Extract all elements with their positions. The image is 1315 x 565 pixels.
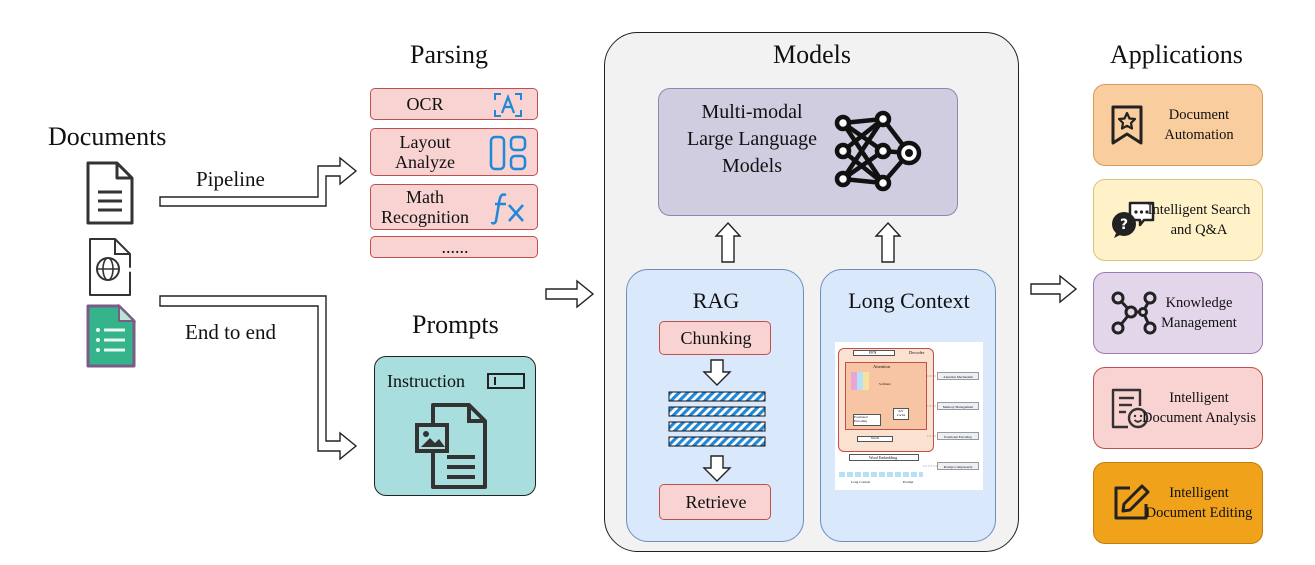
side-label: Attention Mechanism: [943, 375, 973, 379]
softmax-label: Softmax: [879, 382, 891, 386]
web-document-icon: [89, 238, 131, 296]
parsing-item-label: Layout Analyze: [395, 132, 455, 172]
app-label: Intelligent Search and Q&A: [1147, 202, 1251, 238]
pipeline-label: Pipeline: [196, 167, 265, 191]
parsing-item-more: ......: [370, 236, 538, 258]
positional-encoding-block: [853, 414, 881, 426]
parsing-item-layout-analyze: Layout Analyze: [370, 128, 538, 176]
retrieve-label: Retrieve: [685, 492, 747, 512]
bookmark-star-icon: [1111, 105, 1143, 145]
applications-title: Applications: [1110, 40, 1243, 69]
rag-title: RAG: [692, 288, 740, 313]
document-face-icon: [1111, 388, 1149, 429]
question-chat-icon: ?: [1112, 201, 1155, 238]
chunk-stack-icon: [668, 359, 766, 482]
word-embedding-label: Word Embedding: [869, 455, 898, 460]
kv-cache-label: KV Cache: [896, 409, 906, 417]
norm-label: Norm: [871, 436, 880, 440]
token-strip: [839, 472, 923, 477]
parsing-item-math-recognition: Math Recognition: [370, 184, 538, 230]
side-memory-management: Memory Management: [937, 402, 979, 410]
app-label: Intelligent Document Editing: [1145, 485, 1253, 521]
retrieve-box: Retrieve: [659, 484, 771, 520]
spreadsheet-document-icon: [86, 303, 137, 368]
parsing-item-label: OCR: [406, 94, 444, 114]
diagram-connectors: [923, 375, 937, 467]
long-context-box: Long Context Decoder FFN Attention Softm…: [820, 269, 996, 542]
attention-label: Attention: [873, 364, 890, 369]
mllm-box: Multi-modal Large Language Models: [658, 88, 958, 216]
chunking-label: Chunking: [680, 328, 752, 348]
prompt-token-label: Prompt: [903, 480, 914, 484]
word-embedding-block: [849, 454, 919, 461]
app-document-automation: Document Automation: [1093, 84, 1263, 166]
long-context-diagram: Decoder FFN Attention Softmax Positional…: [835, 342, 983, 490]
attention-matrix: [851, 372, 869, 390]
function-icon: [490, 193, 524, 225]
text-input-icon: [487, 373, 525, 389]
layout-icon: [489, 135, 527, 171]
app-intelligent-document-editing: Intelligent Document Editing: [1093, 462, 1263, 544]
chunking-box: Chunking: [659, 321, 771, 355]
documents-title: Documents: [48, 122, 167, 151]
positional-encoding-label: Positional Encoding: [854, 415, 868, 423]
parsing-title: Parsing: [410, 40, 488, 69]
network-icon: [1111, 291, 1157, 335]
side-label: Positional Encoding: [944, 435, 972, 439]
app-label: Intelligent Document Analysis: [1142, 390, 1256, 426]
end-to-end-label: End to end: [185, 320, 276, 344]
mllm-label: Multi-modal Large Language Models: [686, 101, 818, 177]
parsing-item-label: ......: [441, 237, 469, 257]
instruction-label: Instruction: [387, 371, 465, 391]
side-prompt-compression: Prompt Compression: [937, 462, 979, 470]
side-label: Memory Management: [942, 405, 974, 409]
side-label: Prompt Compression: [943, 465, 973, 469]
long-context-title: Long Context: [848, 288, 970, 313]
prompt-box: Instruction: [374, 356, 536, 496]
app-intelligent-search: ? Intelligent Search and Q&A: [1093, 179, 1263, 261]
neural-network-icon: [834, 110, 922, 192]
app-label: Document Automation: [1164, 107, 1234, 143]
ocr-icon: [494, 93, 522, 117]
image-document-icon: [415, 403, 487, 489]
parsing-item-label: Math Recognition: [381, 187, 469, 227]
ffn-block: [853, 350, 895, 356]
app-intelligent-document-analysis: Intelligent Document Analysis: [1093, 367, 1263, 449]
app-knowledge-management: Knowledge Management: [1093, 272, 1263, 354]
side-attention-mechanism: Attention Mechanism: [937, 372, 979, 380]
long-context-token-label: Long Context: [851, 480, 871, 484]
prompts-title: Prompts: [412, 310, 499, 339]
side-positional-encoding: Positional Encoding: [937, 432, 979, 440]
parsing-item-ocr: OCR: [370, 88, 538, 120]
rag-box: RAG Chunking Retrieve: [626, 269, 804, 542]
norm-block: [857, 436, 893, 442]
document-icon: [86, 161, 134, 225]
app-label: Knowledge Management: [1161, 295, 1237, 331]
ffn-label: FFN: [869, 350, 877, 355]
decoder-label: Decoder: [909, 350, 925, 355]
kv-cache-block: [893, 408, 909, 420]
svg-text:?: ?: [1120, 217, 1128, 233]
models-title: Models: [773, 40, 851, 69]
edit-icon: [1114, 484, 1150, 520]
